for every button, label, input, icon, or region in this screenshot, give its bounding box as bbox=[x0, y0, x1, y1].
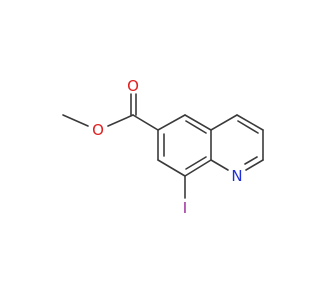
bond-c5-c4a-inner bbox=[185, 120, 207, 134]
bond-c6-c5 bbox=[157, 114, 186, 131]
bond-c8a-c8 bbox=[184, 159, 212, 177]
bond-c5-c4a bbox=[184, 114, 212, 131]
bond-c2-n-inner bbox=[244, 156, 258, 165]
ester-oxygen-label: O bbox=[92, 121, 104, 139]
nitrogen-label: N bbox=[231, 167, 242, 185]
carbonyl-oxygen-label: O bbox=[127, 77, 139, 95]
bond-methyl-oxygen bbox=[62, 114, 89, 127]
bond-c2-n bbox=[245, 159, 264, 171]
bond-n-c8a bbox=[210, 159, 229, 171]
bond-c4a-c4 bbox=[210, 114, 238, 131]
bond-c8a-c8-inner bbox=[185, 156, 207, 170]
bond-c8-c7 bbox=[157, 159, 186, 177]
molecule-diagram: O O N I bbox=[62, 77, 264, 217]
bond-c4-c3 bbox=[236, 114, 264, 131]
bond-oxygen-carbonyl bbox=[107, 114, 134, 127]
bond-carbonyl-ring bbox=[132, 114, 159, 131]
iodine-label: I bbox=[183, 199, 187, 217]
structure-canvas: O O N I bbox=[62, 77, 264, 217]
bond-c4-c3-inner bbox=[237, 120, 259, 134]
